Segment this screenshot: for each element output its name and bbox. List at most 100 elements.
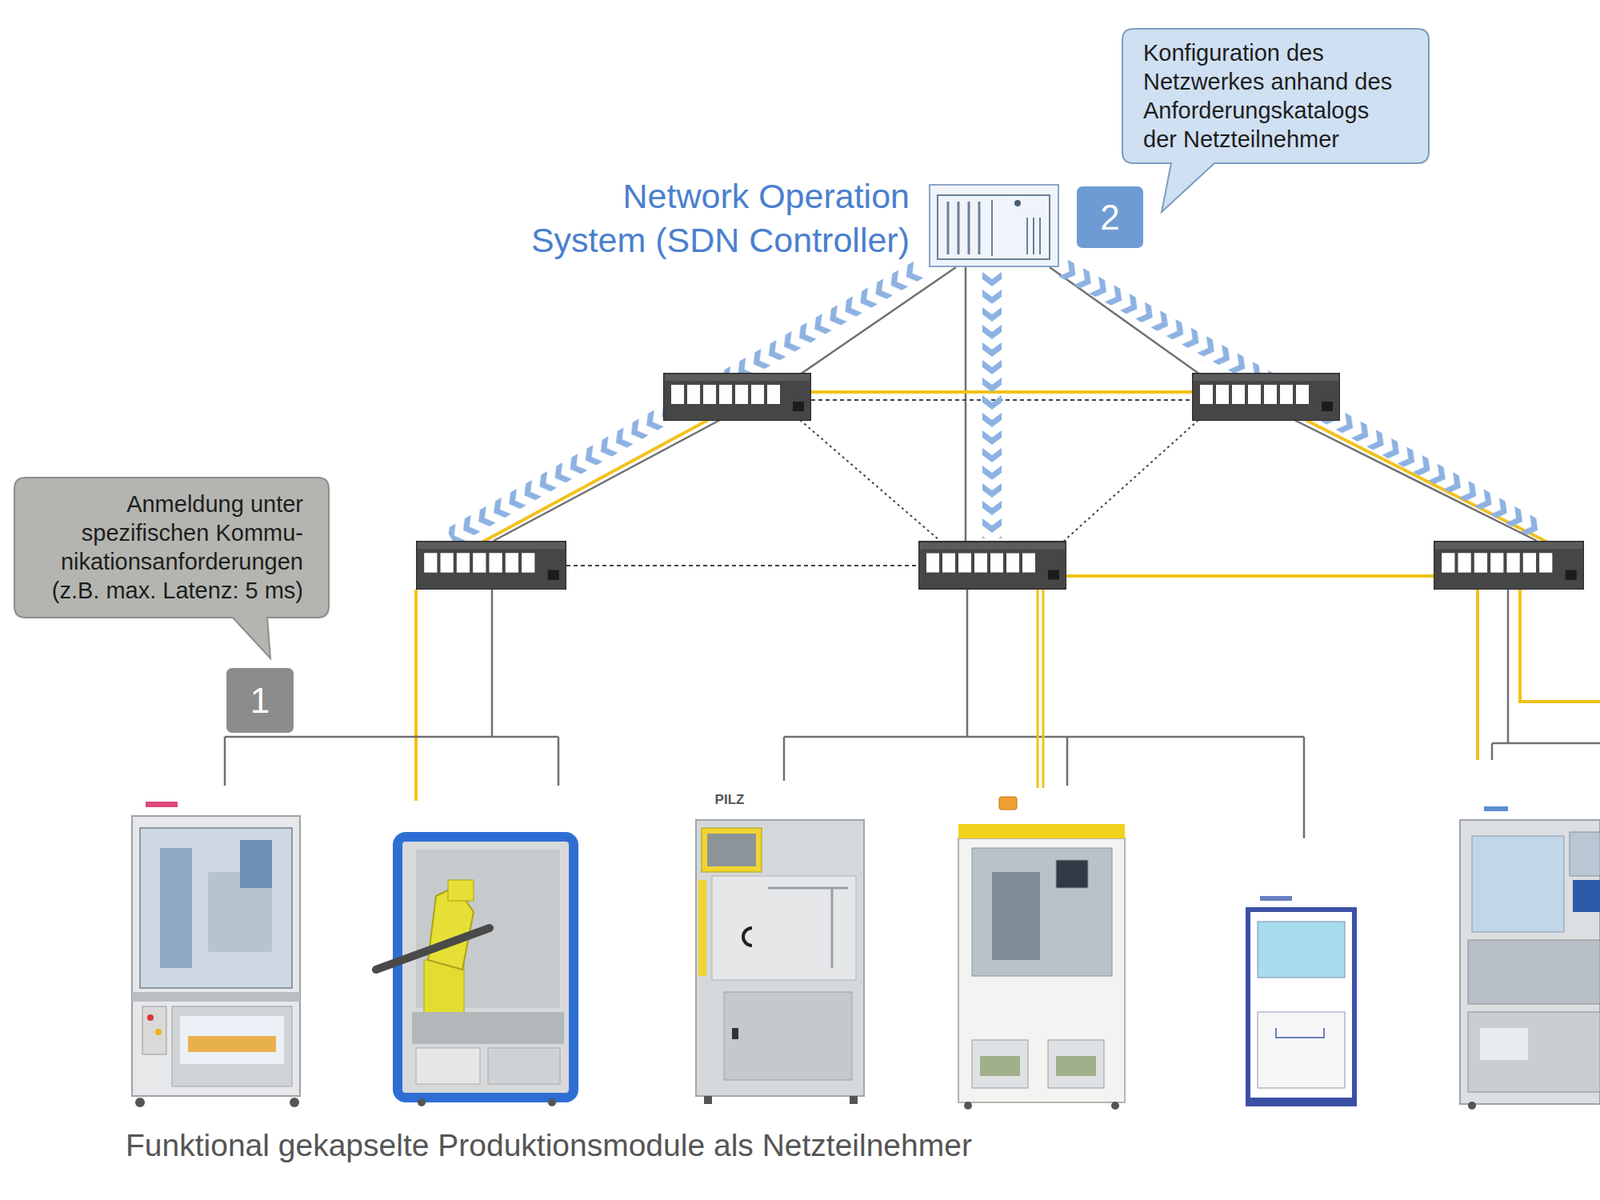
yellow-link bbox=[1066, 574, 1434, 578]
machine-base bbox=[1248, 1097, 1355, 1104]
wheel bbox=[135, 1097, 145, 1108]
control-panel bbox=[142, 1006, 167, 1055]
machine-frame bbox=[696, 820, 864, 1096]
machine-part bbox=[980, 1056, 1020, 1076]
callout-badge bbox=[226, 668, 294, 733]
config-flow bbox=[1056, 258, 1546, 541]
network-cable bbox=[783, 736, 786, 781]
bubble-text: Konfiguration des Netzwerkes anhand des … bbox=[1143, 38, 1400, 154]
machine-frame bbox=[1248, 909, 1355, 1104]
dotted-link bbox=[1064, 420, 1199, 541]
machine-part bbox=[1468, 940, 1600, 1004]
rack-bar bbox=[957, 201, 960, 255]
machine-foot bbox=[704, 1096, 712, 1104]
machine-cabinet bbox=[1468, 1012, 1600, 1092]
machine-part bbox=[1276, 1028, 1324, 1038]
machine-shelf bbox=[412, 1012, 564, 1044]
door-handle bbox=[732, 1028, 739, 1040]
controller-label: Network Operation System (SDN Controller… bbox=[517, 174, 910, 263]
machine-door bbox=[724, 992, 852, 1080]
brand-label: PILZ bbox=[697, 790, 762, 810]
machine-window bbox=[712, 876, 856, 980]
network-cable bbox=[491, 589, 494, 737]
machine-frame bbox=[958, 838, 1125, 1103]
controller-icon bbox=[928, 184, 1060, 268]
bubble-shape bbox=[14, 477, 329, 659]
network-switch bbox=[416, 540, 567, 590]
rack-bar bbox=[968, 201, 971, 255]
machine-part bbox=[992, 872, 1040, 960]
machine-window bbox=[1472, 836, 1564, 932]
yellow-link bbox=[1042, 589, 1045, 788]
rack-bar bbox=[1032, 217, 1035, 255]
machine-compartment bbox=[1048, 1040, 1104, 1088]
network-cable bbox=[1491, 743, 1494, 760]
callout-number: 1 bbox=[226, 668, 294, 733]
machine-part bbox=[768, 887, 848, 890]
machine-part bbox=[831, 888, 834, 968]
wheel bbox=[417, 1098, 426, 1107]
network-cable bbox=[966, 589, 969, 737]
machine-window bbox=[140, 828, 292, 988]
callout-badge bbox=[1076, 186, 1144, 248]
hmi-screen bbox=[707, 833, 756, 867]
wheel bbox=[1468, 1101, 1476, 1110]
speech-bubble: Anmeldung unter spezifischen Kommu- nika… bbox=[14, 477, 329, 618]
machine-screen bbox=[1572, 880, 1600, 912]
network-cable bbox=[1507, 589, 1510, 744]
rack-bar bbox=[947, 201, 950, 255]
network-switch bbox=[1192, 372, 1340, 421]
machine-compartment bbox=[972, 1040, 1028, 1088]
brand-mark bbox=[145, 801, 178, 808]
wheel bbox=[964, 1101, 972, 1110]
brand-mark bbox=[1484, 806, 1508, 812]
rack-led bbox=[1014, 200, 1021, 207]
wheel bbox=[289, 1097, 300, 1108]
wheel bbox=[548, 1098, 556, 1107]
speech-bubble: Konfiguration des Netzwerkes anhand des … bbox=[1122, 28, 1429, 164]
yellow-link bbox=[414, 589, 418, 801]
network-switch bbox=[918, 541, 1067, 590]
yellow-link bbox=[481, 420, 708, 543]
rack-bar bbox=[978, 201, 981, 255]
robot-tool bbox=[376, 928, 490, 970]
indicator bbox=[147, 1014, 154, 1021]
network-cable bbox=[1492, 742, 1600, 745]
machine-part bbox=[1056, 1056, 1096, 1076]
yellow-link bbox=[1520, 589, 1600, 702]
machine-panel bbox=[1569, 832, 1600, 876]
rack-bar bbox=[1026, 217, 1028, 255]
rack-divider bbox=[991, 200, 993, 256]
machine-screen bbox=[1257, 921, 1345, 978]
indicator bbox=[155, 1028, 162, 1036]
machine-part bbox=[240, 840, 272, 888]
dashed-link bbox=[566, 564, 919, 567]
network-switch bbox=[1433, 540, 1584, 590]
text-column: Anmeldung unter spezifischen Kommu- nika… bbox=[45, 489, 304, 605]
machine-foot bbox=[849, 1096, 858, 1104]
machine-part bbox=[188, 1036, 276, 1052]
config-flow bbox=[981, 270, 1003, 539]
rack-bar bbox=[1039, 217, 1041, 255]
bubble-shape bbox=[1122, 28, 1429, 212]
network-cable bbox=[224, 736, 227, 786]
machine-frame bbox=[132, 816, 300, 1096]
machine-window bbox=[972, 848, 1112, 976]
machine-frame bbox=[1460, 820, 1600, 1104]
machine-strip bbox=[698, 880, 707, 976]
network-cable bbox=[1066, 736, 1069, 786]
brand-mark bbox=[1260, 896, 1292, 901]
machine-display bbox=[1056, 860, 1088, 888]
config-flow bbox=[445, 260, 926, 548]
figure-caption: Funktional gekapselte Produktionsmodule … bbox=[125, 1126, 972, 1165]
machine-part bbox=[488, 1048, 560, 1084]
machine-part bbox=[160, 848, 192, 968]
hmi-panel bbox=[701, 828, 762, 872]
machine-part bbox=[1480, 1028, 1528, 1060]
network-cable bbox=[557, 736, 560, 786]
sdn-controller: Network Operation System (SDN Controller… bbox=[928, 184, 1060, 268]
beacon bbox=[999, 796, 1017, 810]
